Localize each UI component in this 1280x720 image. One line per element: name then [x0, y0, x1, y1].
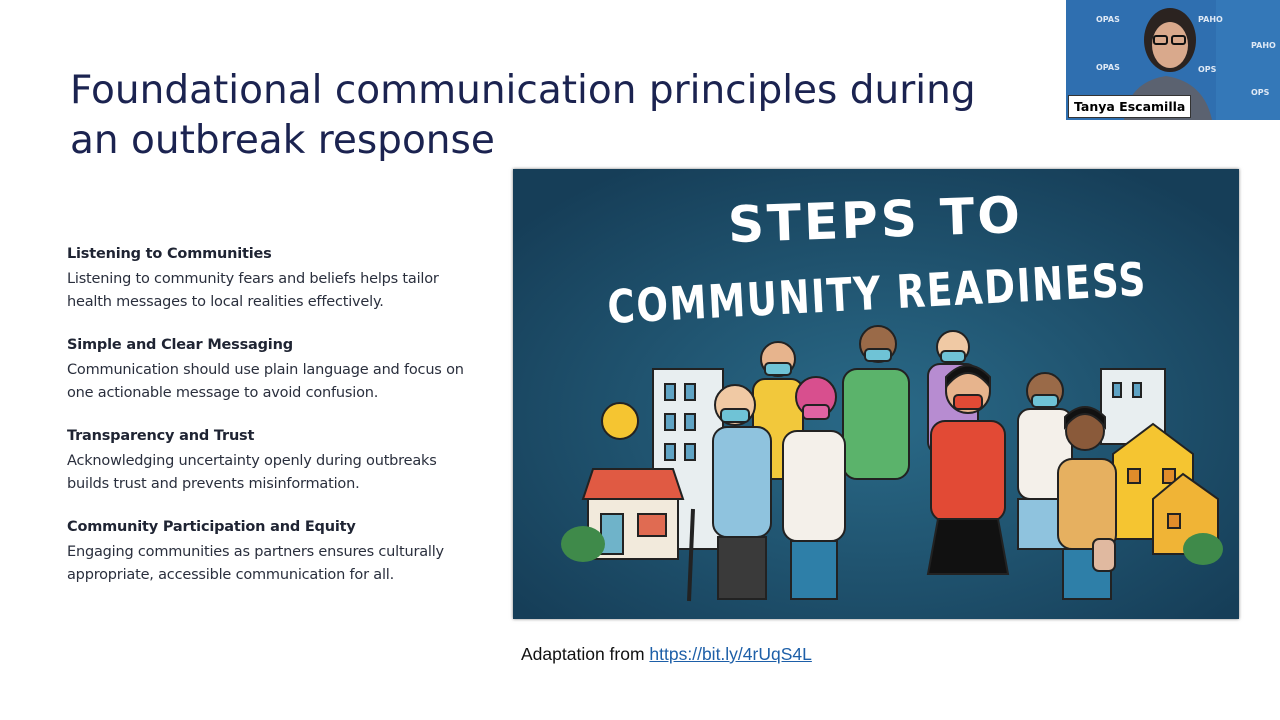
person [687, 384, 772, 602]
principle-item: Transparency and Trust Acknowledging unc… [67, 427, 487, 496]
principle-heading: Transparency and Trust [67, 428, 255, 444]
principle-text: Acknowledging uncertainty openly during … [67, 450, 487, 496]
principles-list: Listening to Communities Listening to co… [67, 245, 487, 609]
participant-face [1152, 22, 1188, 68]
backdrop-logo: PAHO [1198, 15, 1223, 24]
principle-text: Engaging communities as partners ensures… [67, 541, 487, 587]
principle-heading: Community Participation and Equity [67, 519, 356, 535]
principle-line: appropriate, accessible communication fo… [67, 567, 395, 583]
principle-line: Engaging communities as partners ensures… [67, 544, 444, 560]
principle-line: builds trust and prevents misinformation… [67, 476, 360, 492]
sun-icon [601, 402, 639, 440]
backdrop-logo: PAHO [1251, 41, 1276, 50]
person [782, 376, 846, 600]
bush-left [561, 526, 605, 562]
people-group [687, 325, 1117, 602]
slide-title-line1: Foundational communication principles du… [70, 68, 976, 113]
bush-right [1183, 533, 1223, 565]
poster-title-line1: STEPS TO [727, 186, 1024, 254]
principle-line: one actionable message to avoid confusio… [67, 385, 379, 401]
caption-prefix: Adaptation from [521, 644, 645, 664]
principle-text: Listening to community fears and beliefs… [67, 268, 487, 314]
community-readiness-poster: STEPS TO COMMUNITY READINESS [513, 169, 1239, 619]
principle-heading: Listening to Communities [67, 246, 272, 262]
poster-illustration: STEPS TO COMMUNITY READINESS [513, 169, 1239, 619]
principle-item: Listening to Communities Listening to co… [67, 245, 487, 314]
principle-heading: Simple and Clear Messaging [67, 337, 293, 353]
person [842, 325, 910, 480]
principle-line: health messages to local realities effec… [67, 294, 384, 310]
principle-item: Simple and Clear Messaging Communication… [67, 336, 487, 405]
image-caption: Adaptation from https://bit.ly/4rUqS4L [521, 644, 812, 665]
backdrop-logo: OPAS [1096, 63, 1120, 72]
principle-line: Communication should use plain language … [67, 362, 464, 378]
participant-name-tag: Tanya Escamilla [1068, 95, 1192, 118]
principle-line: Acknowledging uncertainty openly during … [67, 453, 437, 469]
slide-title-line2: an outbreak response [70, 118, 495, 163]
person [926, 364, 1010, 575]
slide-title: Foundational communication principles du… [70, 66, 1010, 166]
backdrop-logo: OPAS [1096, 15, 1120, 24]
source-link[interactable]: https://bit.ly/4rUqS4L [649, 644, 812, 664]
backdrop-logo: OPS [1251, 88, 1270, 97]
backdrop-logo: OPS [1198, 65, 1217, 74]
right-buildings [1100, 368, 1219, 555]
principle-line: Listening to community fears and beliefs… [67, 271, 439, 287]
principle-text: Communication should use plain language … [67, 359, 487, 405]
person [1057, 406, 1117, 600]
glasses-icon [1153, 35, 1168, 45]
principle-item: Community Participation and Equity Engag… [67, 518, 487, 587]
